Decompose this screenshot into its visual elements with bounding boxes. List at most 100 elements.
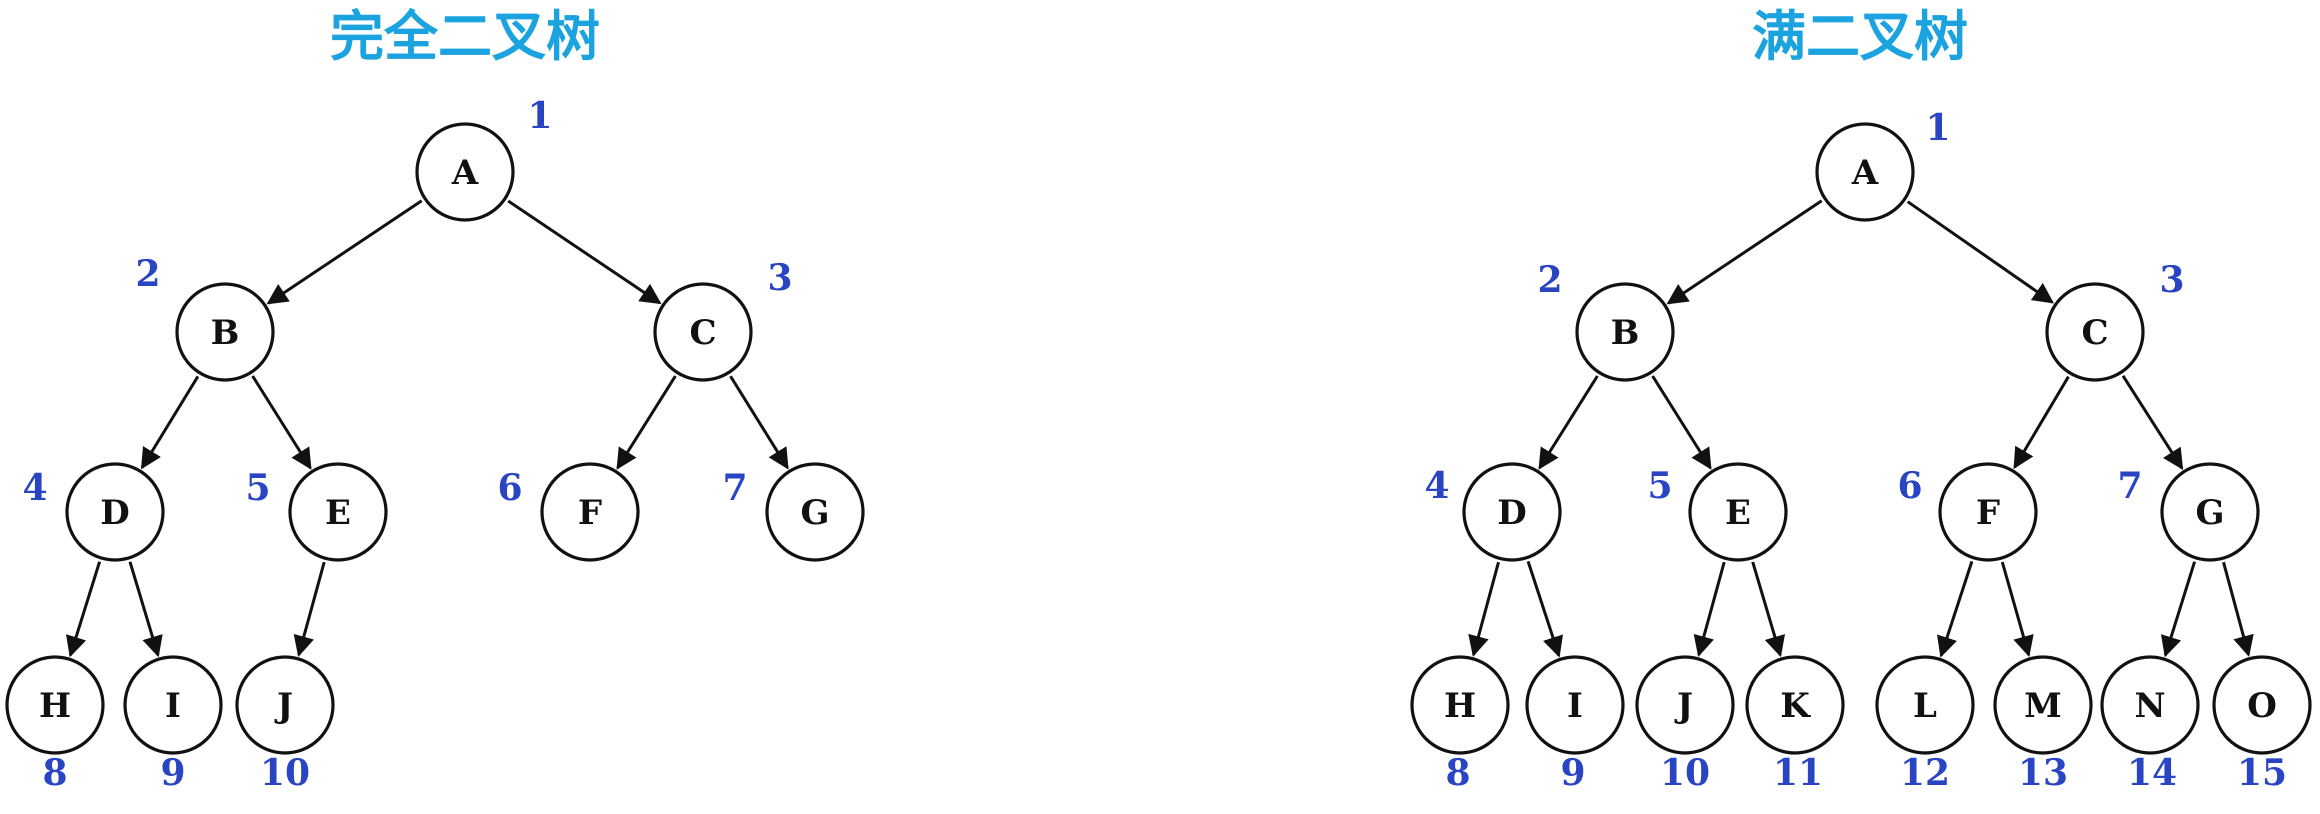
node-circle [1575, 282, 1675, 382]
node-label: I [165, 686, 181, 726]
node-index-label: 9 [1560, 752, 1585, 794]
node-index-label: 2 [1537, 259, 1562, 301]
node-label: C [689, 313, 716, 353]
node-label: O [2247, 686, 2277, 726]
complete-tree-title: 完全二叉树 [330, 5, 600, 68]
node-index-label: 3 [767, 257, 792, 299]
node-label: C [2081, 313, 2108, 353]
edge-D-H [66, 561, 102, 658]
node-label: F [578, 493, 602, 533]
node-circle [288, 462, 388, 562]
node-index-label: 4 [22, 467, 47, 509]
node-circle [1815, 122, 1915, 222]
node-index-label: 11 [1773, 752, 1823, 794]
tree-node-g: G [2160, 462, 2260, 562]
node-index-label: 6 [497, 467, 522, 509]
edge-C-G [2121, 374, 2184, 470]
node-label: H [1444, 686, 1476, 726]
node-circle [1635, 655, 1735, 755]
node-circle [2100, 655, 2200, 755]
node-circle [1993, 655, 2093, 755]
edge-C-F [2013, 375, 2070, 470]
edge-D-I [1526, 560, 1564, 658]
node-circle [175, 282, 275, 382]
node-circle [235, 655, 335, 755]
tree-node-b: B [1575, 282, 1675, 382]
node-circle [653, 282, 753, 382]
tree-node-e: E [1688, 462, 1788, 562]
tree-node-a: A [415, 122, 515, 222]
node-index-label: 3 [2159, 259, 2184, 301]
edge-F-M [2000, 561, 2034, 658]
tree-node-d: D [65, 462, 165, 562]
node-circle [2045, 282, 2145, 382]
edge-A-B [1666, 199, 1823, 305]
node-circle [540, 462, 640, 562]
node-circle [415, 122, 515, 222]
edge-E-J [1693, 561, 1726, 657]
node-label: I [1567, 686, 1583, 726]
node-circle [2212, 655, 2312, 755]
node-label: B [1611, 313, 1640, 353]
tree-node-k: K [1745, 655, 1845, 755]
node-label: L [1913, 686, 1937, 726]
edge-E-J [293, 561, 326, 657]
edge-F-L [1936, 560, 1974, 658]
node-index-label: 1 [527, 95, 552, 137]
node-index-label: 8 [42, 752, 67, 794]
node-label: D [1497, 493, 1526, 533]
node-circle [1410, 655, 1510, 755]
node-circle [1525, 655, 1625, 755]
node-index-label: 9 [160, 752, 185, 794]
node-index-label: 4 [1424, 465, 1449, 507]
node-circle [1688, 462, 1788, 562]
node-circle [1745, 655, 1845, 755]
node-index-label: 13 [2018, 752, 2068, 794]
edge-A-C [507, 199, 662, 305]
edge-E-K [1751, 561, 1786, 658]
node-label: E [325, 493, 351, 533]
node-label: H [39, 686, 71, 726]
node-circle [5, 655, 105, 755]
tree-node-m: M [1993, 655, 2093, 755]
node-label: J [1674, 686, 1693, 726]
node-label: M [2024, 686, 2062, 726]
tree-node-i: I [1525, 655, 1625, 755]
edge-B-E [251, 375, 312, 470]
node-label: N [2134, 686, 2165, 726]
tree-node-h: H [1410, 655, 1510, 755]
tree-node-d: D [1462, 462, 1562, 562]
edge-B-D [140, 375, 200, 470]
edge-B-D [1538, 375, 1599, 470]
node-circle [2160, 462, 2260, 562]
node-circle [1875, 655, 1975, 755]
full-tree-title: 满二叉树 [1752, 5, 1968, 68]
node-label: B [211, 313, 240, 353]
node-index-label: 14 [2127, 752, 2177, 794]
tree-node-f: F [1938, 462, 2038, 562]
tree-node-g: G [765, 462, 865, 562]
tree-node-e: E [288, 462, 388, 562]
node-label: J [274, 686, 293, 726]
node-circle [765, 462, 865, 562]
node-index-label: 1 [1925, 107, 1950, 149]
node-index-label: 2 [135, 253, 160, 295]
node-circle [123, 655, 223, 755]
node-index-label: 12 [1900, 752, 1950, 794]
node-circle [1462, 462, 1562, 562]
edge-D-H [1468, 561, 1500, 657]
tree-node-i: I [123, 655, 223, 755]
tree-node-l: L [1875, 655, 1975, 755]
node-index-label: 15 [2237, 752, 2287, 794]
tree-node-n: N [2100, 655, 2200, 755]
node-label: F [1976, 493, 2000, 533]
tree-node-o: O [2212, 655, 2312, 755]
node-label: D [100, 493, 129, 533]
node-index-label: 8 [1445, 752, 1470, 794]
tree-node-h: H [5, 655, 105, 755]
edge-D-I [128, 561, 163, 658]
node-index-label: 5 [1647, 465, 1672, 507]
